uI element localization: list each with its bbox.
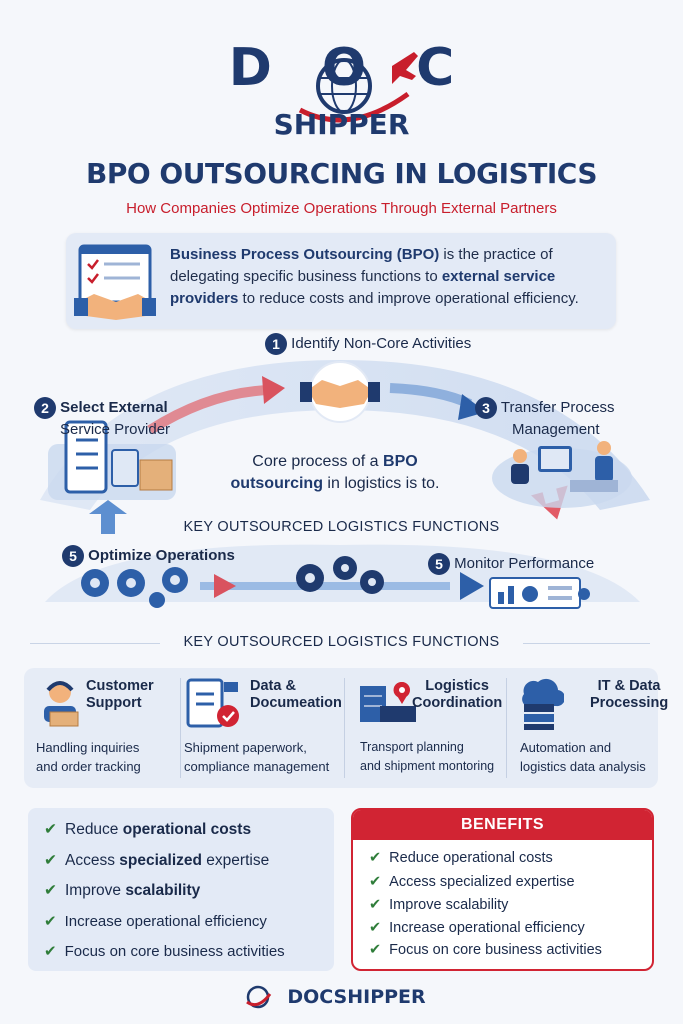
- benefit-item: ✔Reduce operational costs: [369, 850, 553, 866]
- function-title: Data &Documeation: [250, 678, 342, 711]
- document-handshake-icon: [74, 244, 156, 320]
- check-icon: ✔: [44, 882, 57, 899]
- inner-section-heading: KEY OUTSOURCED LOGISTICS FUNCTIONS: [183, 519, 500, 535]
- step-label: Optimize Operations: [88, 546, 235, 564]
- step-number: 2: [34, 397, 56, 420]
- benefit-item: ✔Improve scalability: [369, 897, 509, 913]
- check-icon: ✔: [44, 943, 57, 960]
- headset-agent-icon: [44, 681, 79, 727]
- page-subtitle: How Companies Optimize Operations Throug…: [126, 200, 557, 217]
- external-providers-term: external service providers: [170, 268, 556, 307]
- footer-globe-icon: [246, 985, 272, 1009]
- step-number: 5: [62, 545, 84, 567]
- bpo-term: Business Process Outsourcing (BPO): [170, 246, 440, 263]
- clipboard-check-icon: [186, 678, 239, 728]
- function-desc: Shipment paperwork,compliance management: [184, 740, 330, 774]
- logo-shipper-text: SHIPPER: [273, 108, 410, 141]
- check-icon: ✔: [44, 913, 57, 930]
- logo-globe-plane-icon: [298, 52, 418, 123]
- step-label-line2: Management: [512, 421, 600, 439]
- logo-doc-text: DOC: [228, 38, 505, 98]
- docshipper-logo: DOC SHIPPER: [0, 38, 683, 148]
- step-optimize: 5 Optimize Operations: [62, 545, 235, 567]
- check-icon: ✔: [44, 821, 57, 838]
- step-label-line2: Service Provider: [60, 421, 171, 439]
- footer-logo-text: DOCSHIPPER: [287, 986, 426, 1008]
- check-icon: ✔: [369, 874, 382, 890]
- process-cycle-diagram: [40, 360, 650, 609]
- step-label: Monitor Performance: [454, 554, 595, 572]
- benefits-box: BENEFITS ✔Reduce operational costs ✔Acce…: [351, 808, 654, 971]
- check-icon: ✔: [369, 897, 382, 913]
- cloud-server-icon: [522, 678, 564, 730]
- check-icon: ✔: [369, 920, 382, 936]
- core-text-a: Core process of a: [252, 453, 384, 470]
- step-label: Transfer Process: [500, 399, 615, 416]
- core-text-b: BPO: [383, 453, 418, 470]
- function-divider: [506, 678, 507, 778]
- definition-text: is the practice of delegating specific b…: [170, 246, 553, 285]
- bpo-definition: Business Process Outsourcing (BPO) is th…: [170, 244, 610, 310]
- step-select-provider: 2 Select External Service Provider: [34, 397, 170, 440]
- page-title: BPO OUTSOURCING IN LOGISTICS: [85, 157, 598, 190]
- core-text-c: outsourcing: [230, 475, 323, 492]
- function-data-documentation: Data &Documeation Shipment paperwork,com…: [182, 668, 342, 788]
- function-divider: [344, 678, 345, 778]
- function-divider: [180, 678, 181, 778]
- list-item: ✔Focus on core business activities: [44, 943, 285, 960]
- map-pin-server-icon: [360, 682, 416, 722]
- step-number: 5: [428, 553, 450, 575]
- check-icon: ✔: [369, 942, 382, 958]
- advantages-list: ✔Reduce operational costs ✔Access specia…: [28, 808, 334, 971]
- benefit-item: ✔Increase operational efficiency: [369, 920, 585, 936]
- list-item: ✔Reduce operational costs: [44, 821, 252, 838]
- core-text-d: in logistics is to.: [322, 475, 440, 492]
- benefits-header: BENEFITS: [353, 810, 652, 840]
- step-identify: 1 Identify Non-Core Activities: [265, 333, 471, 355]
- step-transfer-process: 3 Transfer Process Management: [475, 397, 615, 440]
- step-number: 1: [265, 333, 287, 355]
- step-number: 3: [475, 397, 497, 420]
- definition-text-end: to reduce costs and improve operational …: [238, 290, 579, 307]
- step-label: Identify Non-Core Activities: [291, 334, 472, 352]
- benefit-item: ✔Access specialized expertise: [369, 874, 575, 890]
- step-label: Select External: [60, 399, 168, 416]
- benefit-item: ✔Focus on core business activities: [369, 942, 602, 958]
- check-icon: ✔: [369, 850, 382, 866]
- step-monitor: 5 Monitor Performance: [428, 553, 594, 575]
- functions-heading: KEY OUTSOURCED LOGISTICS FUNCTIONS: [160, 634, 523, 650]
- check-icon: ✔: [44, 852, 57, 869]
- intro-card: [66, 233, 616, 329]
- list-item: ✔Improve scalability: [44, 882, 201, 899]
- core-process-text: Core process of a BPO outsourcing in log…: [200, 451, 470, 495]
- arrow-to-step1: [262, 376, 285, 404]
- list-item: ✔Access specialized expertise: [44, 852, 270, 869]
- list-item: ✔Increase operational efficiency: [44, 913, 267, 930]
